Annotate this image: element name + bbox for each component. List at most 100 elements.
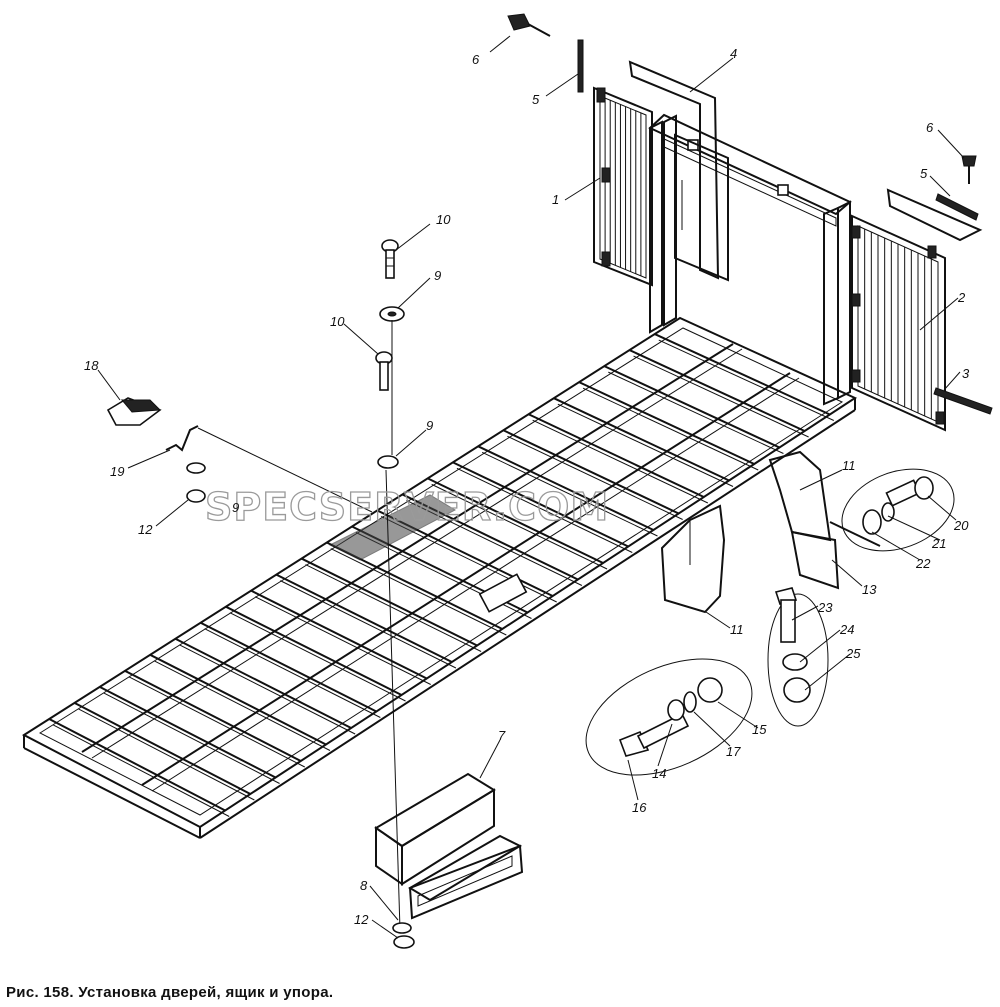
- cross-member-edge: [229, 612, 406, 702]
- watermark: SPECSERVER.COM: [205, 485, 609, 529]
- callout-8: 8: [360, 878, 368, 893]
- callout-4: 4: [730, 46, 737, 61]
- mudflap-11-left: [660, 504, 726, 614]
- washer-9-upper: [379, 306, 405, 322]
- cross-member-edge: [456, 467, 633, 553]
- cross-member: [553, 397, 730, 482]
- bolt-10-upper: [381, 239, 399, 279]
- cross-member-edge: [431, 483, 608, 570]
- fastener-group-14-17: [585, 658, 753, 776]
- cross-member: [452, 461, 629, 548]
- cross-member: [250, 589, 428, 680]
- cross-member: [654, 333, 831, 416]
- cross-member-edge: [53, 724, 230, 817]
- callout-7: 7: [498, 728, 506, 743]
- callout-13: 13: [862, 582, 877, 597]
- cross-member-edge: [78, 708, 255, 801]
- cross-member-edge: [608, 371, 784, 454]
- figure-caption: Рис. 158. Установка дверей, ящик и упора…: [6, 984, 334, 1001]
- callout-6-left: 6: [472, 52, 480, 67]
- cross-member-edge: [204, 628, 381, 718]
- callout-24: 24: [839, 622, 854, 637]
- callout-19: 19: [110, 464, 124, 479]
- callout-5-left: 5: [532, 92, 540, 107]
- callout-20: 20: [953, 518, 969, 533]
- platform-frame: [22, 316, 858, 839]
- cross-member: [48, 718, 226, 812]
- callout-5-right: 5: [920, 166, 928, 181]
- door-seal-left: [628, 60, 720, 280]
- rear-door-frame: [648, 113, 852, 406]
- cross-member-edge: [254, 596, 431, 685]
- screw-6-left: [507, 13, 551, 37]
- callout-21: 21: [931, 536, 946, 551]
- callout-9-bracket: 9: [232, 500, 239, 515]
- door-left: [593, 86, 653, 287]
- cross-member-edge: [633, 355, 809, 438]
- washer-12-box: [393, 935, 415, 949]
- cross-member: [477, 445, 654, 531]
- washer-8-box: [392, 922, 412, 934]
- fastener-group-23-25: [767, 587, 829, 727]
- washer-9-bracket: [186, 462, 206, 474]
- bracket-19: [165, 425, 373, 513]
- fastener-group-20-22: [841, 468, 955, 552]
- cross-member-edge: [582, 387, 759, 471]
- callout-6-right: 6: [926, 120, 934, 135]
- cross-member: [427, 477, 604, 564]
- cross-member: [275, 573, 453, 663]
- cross-member: [502, 429, 680, 515]
- callout-18: 18: [84, 358, 99, 373]
- cross-member-edge: [532, 419, 709, 504]
- callout-numbers: 6 5 4 1 6 5 2 3 10 9 10 9 18 19 9 12 11 …: [84, 46, 970, 927]
- cross-member: [629, 349, 806, 432]
- mudflap-13: [790, 521, 881, 590]
- cross-member-edge: [179, 644, 356, 735]
- cross-member: [74, 702, 251, 795]
- callout-9-lower: 9: [426, 418, 433, 433]
- platform-cross-members: [48, 333, 835, 817]
- cross-member-edge: [305, 564, 482, 652]
- cross-member-edge: [280, 580, 457, 669]
- washer-12-bracket: [186, 489, 206, 503]
- cross-member-edge: [128, 676, 305, 768]
- callout-12-box: 12: [354, 912, 369, 927]
- callout-2: 2: [957, 290, 966, 305]
- callout-11-left: 11: [730, 622, 744, 637]
- mudflap-11-right: [768, 450, 832, 542]
- callout-9-upper: 9: [434, 268, 441, 283]
- callout-10-lower: 10: [330, 314, 345, 329]
- callout-11-right: 11: [842, 458, 856, 473]
- cross-member-edge: [481, 451, 658, 537]
- strip-5-right: [935, 193, 979, 221]
- cross-member: [200, 621, 377, 713]
- callout-15: 15: [752, 722, 767, 737]
- callout-10-upper: 10: [436, 212, 451, 227]
- tool-box-7: [374, 772, 524, 920]
- callout-3: 3: [962, 366, 970, 381]
- cross-member-edge: [103, 692, 280, 784]
- cross-member-edge: [507, 435, 683, 520]
- cross-member-edge: [658, 339, 835, 421]
- strip-3: [933, 387, 993, 415]
- cross-member: [124, 669, 302, 762]
- cross-member-edge: [557, 403, 734, 487]
- cross-member: [528, 413, 705, 498]
- callout-12-bracket: 12: [138, 522, 153, 537]
- cross-member: [578, 381, 755, 465]
- cross-member: [174, 637, 352, 729]
- cross-member: [301, 557, 478, 647]
- cross-member: [225, 605, 402, 696]
- cross-member: [99, 685, 277, 779]
- callout-17: 17: [726, 744, 741, 759]
- leader-lines: [97, 35, 965, 939]
- wheel-chock-18: [106, 397, 162, 426]
- cross-member-edge: [330, 548, 507, 636]
- callout-1: 1: [552, 192, 559, 207]
- cross-member-edge: [153, 660, 331, 751]
- callout-22: 22: [915, 556, 931, 571]
- strip-5-left: [577, 39, 584, 93]
- cross-member: [149, 653, 327, 746]
- bolt-10-lower: [375, 351, 393, 391]
